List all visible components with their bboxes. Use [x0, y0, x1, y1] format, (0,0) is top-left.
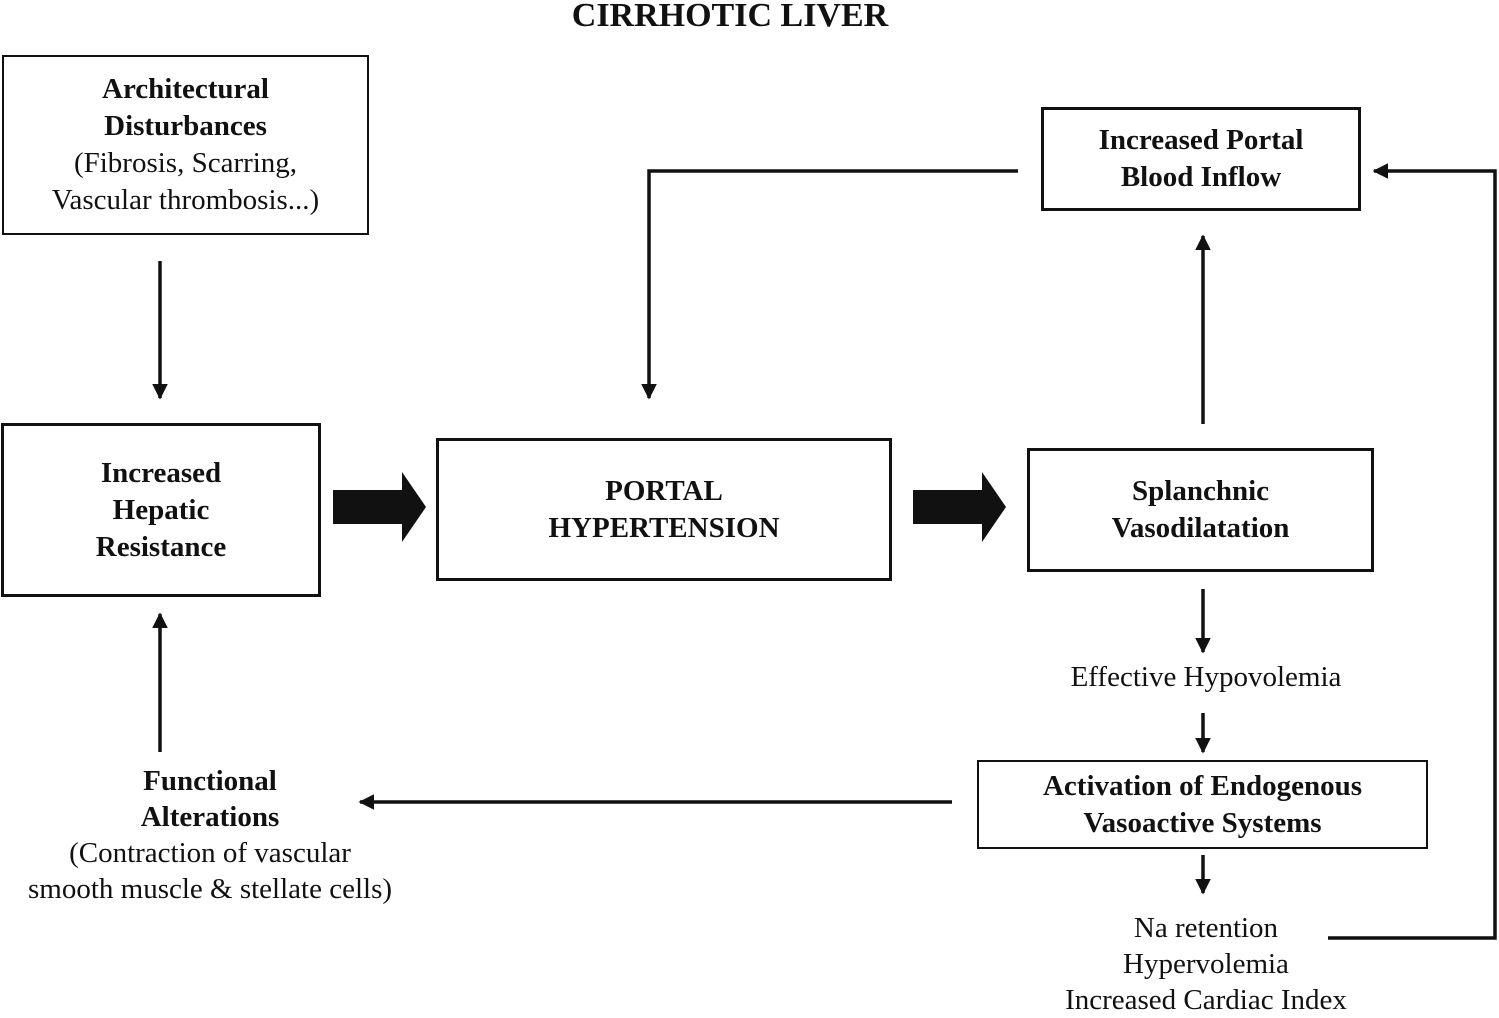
architectural-disturbances-box: Architectural Disturbances (Fibrosis, Sc… — [2, 55, 369, 235]
na-retention-text: Na retention — [1133, 912, 1279, 944]
splanchnic-label-1: Splanchnic — [1132, 475, 1269, 507]
portal-hypertension-box: PORTAL HYPERTENSION — [436, 438, 892, 581]
architectural-detail-2: Vascular thrombosis...) — [51, 184, 320, 216]
architectural-detail-1: (Fibrosis, Scarring, — [73, 147, 298, 179]
portal-hypertension-label-2: HYPERTENSION — [548, 511, 780, 544]
functional-label-2: Alterations — [140, 801, 280, 833]
block-arrow-portal-to-splanchnic — [913, 472, 1006, 542]
effective-hypovolemia-text: Effective Hypovolemia — [1070, 661, 1342, 693]
diagram-title: CIRRHOTIC LIVER — [571, 0, 889, 34]
functional-alterations-group: Functional Alterations (Contraction of v… — [0, 763, 420, 907]
portal-inflow-label-1: Increased Portal — [1098, 124, 1304, 156]
arrow-inflow-to-portal-hypertension — [641, 169, 1018, 400]
arrow-retention-to-inflow — [1328, 163, 1497, 940]
architectural-label-2: Disturbances — [104, 110, 267, 142]
hepatic-resistance-label-3: Resistance — [95, 530, 227, 563]
portal-hypertension-label-1: PORTAL — [605, 474, 723, 507]
portal-inflow-label-2: Blood Inflow — [1120, 161, 1282, 193]
retention-text-group: Na retention Hypervolemia Increased Card… — [1006, 910, 1406, 1018]
activation-label-2: Vasoactive Systems — [1083, 806, 1322, 839]
portal-blood-inflow-box: Increased Portal Blood Inflow — [1041, 107, 1361, 211]
activation-label-1: Activation of Endogenous — [1042, 769, 1363, 802]
functional-detail-2: smooth muscle & stellate cells) — [27, 873, 393, 905]
hepatic-resistance-label-1: Increased — [100, 456, 222, 489]
hypervolemia-text: Hypervolemia — [1123, 948, 1289, 980]
hepatic-resistance-label-2: Hepatic — [112, 493, 210, 526]
splanchnic-vasodilatation-box: Splanchnic Vasodilatation — [1027, 448, 1374, 572]
functional-detail-1: (Contraction of vascular — [69, 837, 351, 869]
functional-label-1: Functional — [143, 765, 277, 797]
hepatic-resistance-box: Increased Hepatic Resistance — [1, 423, 321, 597]
block-arrow-resistance-to-portal — [333, 472, 426, 542]
architectural-label-1: Architectural — [102, 73, 269, 105]
splanchnic-label-2: Vasodilatation — [1111, 512, 1290, 544]
activation-vasoactive-box: Activation of Endogenous Vasoactive Syst… — [977, 760, 1428, 849]
